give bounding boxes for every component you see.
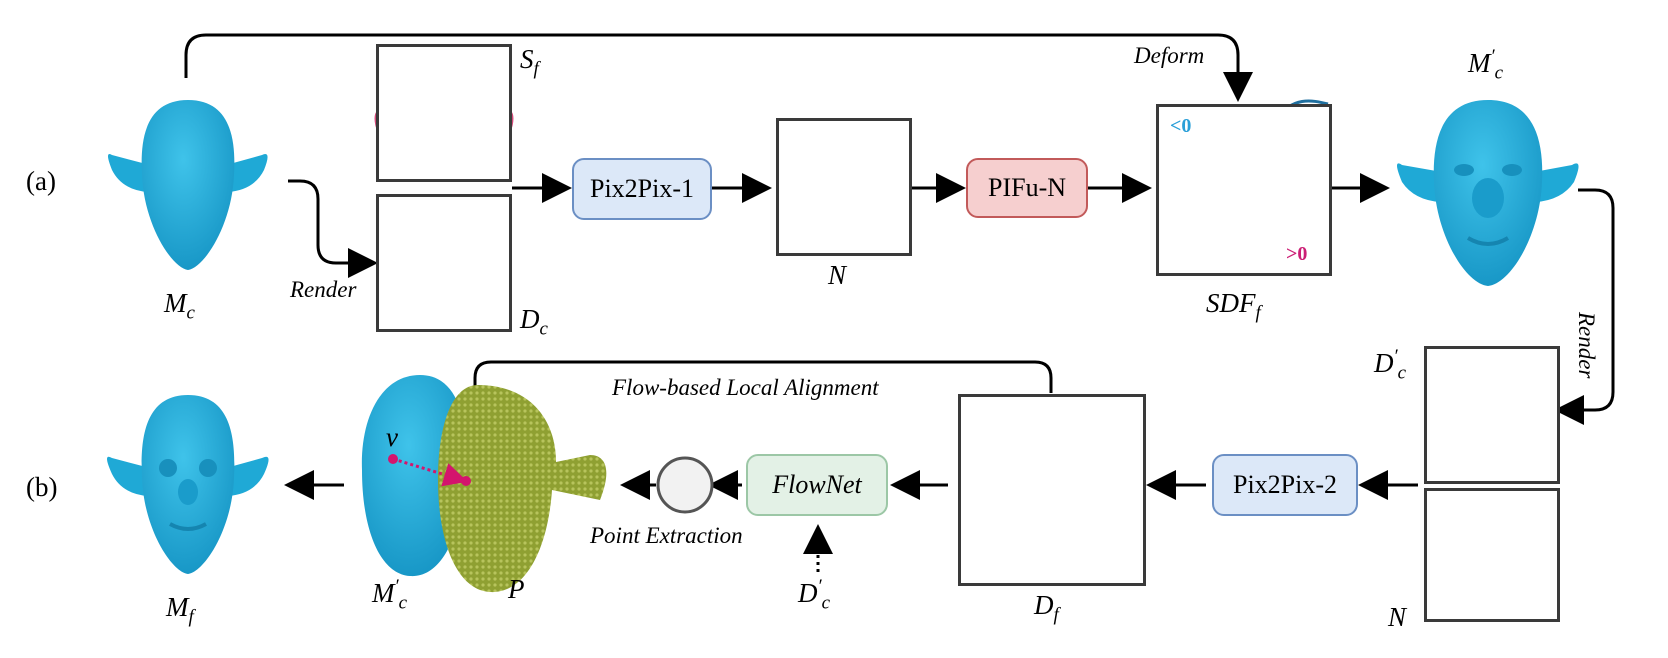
row-label-b: (b) [26,472,58,502]
flow-alignment-label: Flow-based Local Alignment [612,375,879,400]
label-Mcp2: M′c [372,576,408,614]
v-correspondence-arrow [392,457,468,487]
label-P: P [508,574,525,604]
pix2pix1-block: Pix2Pix-1 [572,158,712,220]
label-Dcp2: D′c [798,576,831,614]
head-mesh-icon-Mcp [1397,100,1579,286]
deform-label: Deform [1134,43,1205,68]
label-v: v [386,422,398,452]
label-Mf: Mf [166,592,194,628]
pifun-label: PIFu-N [987,173,1066,202]
point-extraction-label: Point Extraction [590,523,743,548]
label-Dc: Dc [520,304,548,340]
sdf-box [1156,104,1332,276]
pifun-block: PIFu-N [966,158,1088,218]
flownet-block: FlowNet [746,454,888,516]
head-mesh-icon-Mcp-side [361,375,467,577]
label-N2: N [1388,602,1407,632]
head-mesh-icon-Mc [108,100,268,270]
point-cloud-icon [438,385,607,593]
label-N: N [828,260,847,290]
sdf-pos-label: >0 [1286,243,1308,265]
normal-box-N [776,118,912,256]
deform-loop-arrow [184,33,1253,102]
sdf-neg-label: <0 [1170,115,1192,137]
label-SDFf: SDFf [1206,288,1261,324]
flow-alignment-bracket [473,360,1053,405]
label-Sf: Sf [520,44,539,80]
label-Df: Df [1034,590,1059,626]
label-Mc: Mc [164,288,195,324]
depth-box-Dc [376,194,512,332]
pix2pix2-label: Pix2Pix-2 [1232,470,1338,499]
label-Dcp: D′c [1374,346,1407,384]
circle-node-icon [656,456,714,514]
render-arrow-b [1554,188,1615,425]
row-label-a: (a) [26,166,56,196]
render-label-a: Render [290,277,357,302]
flownet-label: FlowNet [772,470,862,499]
head-mesh-icon-Mf [107,395,269,574]
depth-box-Dcp [1424,346,1560,484]
sketch-box-Sf [376,44,512,182]
normal-box-N2 [1424,488,1560,622]
render-label-b: Render [1574,312,1599,379]
depth-box-Df [958,394,1146,586]
pix2pix2-block: Pix2Pix-2 [1212,454,1358,516]
label-Mcp: M′c [1468,46,1504,84]
render-arrow-a [288,179,378,278]
pix2pix1-label: Pix2Pix-1 [589,174,695,203]
